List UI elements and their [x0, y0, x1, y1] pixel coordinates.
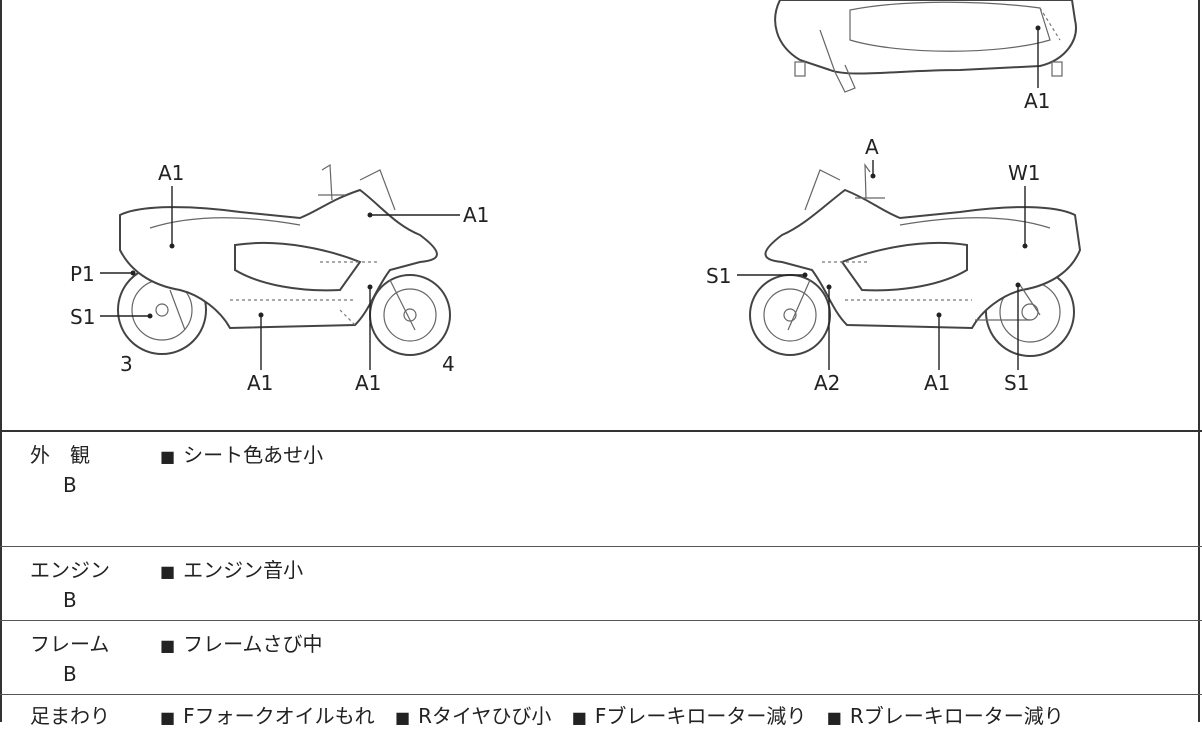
category-label: 外 観 [30, 443, 90, 467]
label-right-a: A [865, 135, 879, 159]
note-item: Fフォークオイルもれ [183, 704, 375, 728]
category-label: フレーム [30, 632, 110, 656]
label-left-a1-bottom-right: A1 [355, 371, 381, 395]
category-cell: エンジン B [30, 555, 110, 615]
row-exterior: 外 観 B ■ シート色あせ小 [0, 430, 1202, 546]
scooter-right-view: A W1 S1 A2 A1 S1 [706, 135, 1082, 395]
bullet-square: ■ [160, 562, 176, 581]
label-right-w1: W1 [1008, 161, 1041, 185]
grade-label: B [63, 662, 77, 686]
label-left-a1-bottom-mid: A1 [247, 371, 273, 395]
scooter-top-view: A1 [774, 0, 1077, 113]
label-top-a1: A1 [1024, 89, 1050, 113]
label-left-num-4: 4 [442, 352, 455, 376]
note-item: フレームさび中 [183, 632, 323, 656]
label-left-a1-top: A1 [158, 161, 184, 185]
row-suspension: 足まわり ■ Fフォークオイルもれ ■ Rタイヤひび小 ■ Fブレーキローター減り ■… [0, 694, 1202, 734]
category-label: 足まわり [30, 704, 110, 728]
label-left-s1: S1 [70, 305, 95, 329]
label-left-a1-right: A1 [463, 203, 489, 227]
category-cell: 足まわり [30, 701, 110, 731]
bullet-square: ■ [160, 636, 176, 655]
bullet-square: ■ [395, 708, 411, 727]
note-item: エンジン音小 [183, 558, 304, 582]
bullet-square: ■ [571, 708, 587, 727]
scooter-left-view: A1 A1 P1 S1 3 A1 A1 4 [70, 161, 489, 395]
label-left-num-3: 3 [120, 352, 133, 376]
note-item: シート色あせ小 [183, 443, 324, 467]
label-right-a2: A2 [814, 371, 840, 395]
note-item: Rブレーキローター減り [849, 704, 1064, 728]
note-item: Fブレーキローター減り [594, 704, 807, 728]
label-right-s1-left: S1 [706, 264, 731, 288]
grade-label: B [63, 473, 77, 497]
note-item: Rタイヤひび小 [418, 704, 552, 728]
label-right-s1-bottom: S1 [1004, 371, 1029, 395]
category-label: エンジン [30, 558, 110, 582]
damage-diagram: A1 A1 A1 P1 [70, 0, 1082, 395]
label-right-a1-bottom: A1 [924, 371, 950, 395]
label-left-p1: P1 [70, 262, 95, 286]
bullet-square: ■ [160, 708, 176, 727]
grade-label: B [63, 588, 77, 612]
bullet-square: ■ [826, 708, 842, 727]
row-frame: フレーム B ■ フレームさび中 [0, 620, 1202, 694]
bullet-square: ■ [160, 447, 176, 466]
category-cell: フレーム B [30, 629, 109, 689]
scooter-diagram-svg: A1 A1 A1 P1 [70, 0, 1082, 395]
notes-cell: ■ シート色あせ小 [160, 440, 337, 472]
row-engine: エンジン B ■ エンジン音小 [0, 546, 1202, 620]
notes-cell: ■ エンジン音小 [160, 555, 317, 587]
notes-cell: ■ フレームさび中 [160, 629, 337, 661]
condition-table: 外 観 B ■シート色あせ小 エンジン B ■エンジン音小 フレーム B ■フレ… [0, 430, 1202, 734]
category-cell: 外 観 B [30, 440, 90, 500]
notes-cell: ■ Fフォークオイルもれ ■ Rタイヤひび小 ■ Fブレーキローター減り ■ Rブレーキ… [160, 701, 1078, 733]
